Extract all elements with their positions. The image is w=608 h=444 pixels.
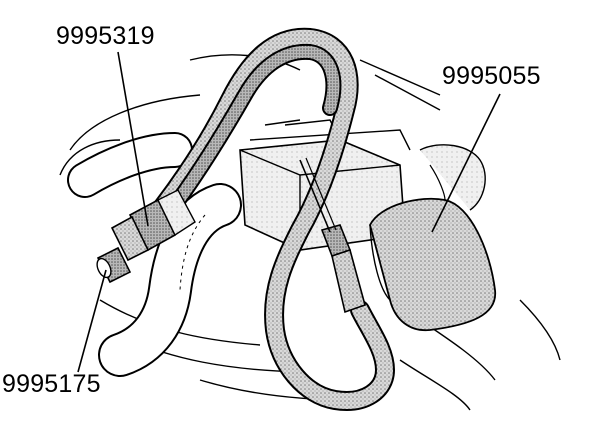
tool-9995055-body	[369, 144, 496, 332]
callout-9995175: 9995175	[2, 370, 101, 398]
tool-hose-loop	[130, 27, 396, 411]
coolant-hose-left	[98, 183, 242, 377]
tool-9995175-nipple	[96, 246, 132, 284]
leader-line-9995175	[77, 269, 107, 373]
tool-9995319-connector	[110, 189, 196, 262]
leader-line-9995055	[431, 93, 501, 233]
callout-9995319: 9995319	[56, 22, 155, 50]
hose-upper-left	[67, 132, 193, 198]
leader-lines	[77, 51, 501, 373]
leader-line-9995319	[117, 51, 149, 227]
hose-coupler-right	[299, 157, 366, 314]
callout-9995055: 9995055	[442, 62, 541, 90]
